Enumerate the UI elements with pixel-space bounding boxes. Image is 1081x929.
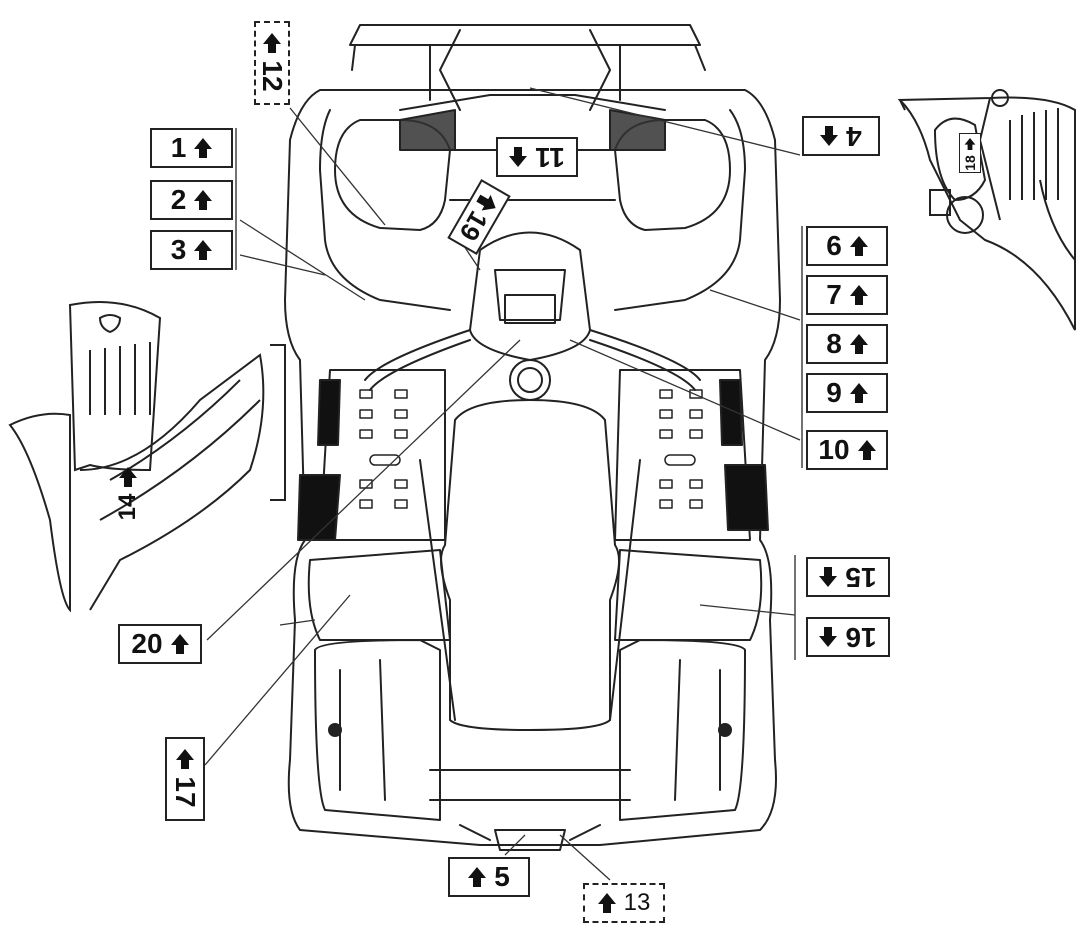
up-arrow-icon — [965, 138, 976, 150]
up-arrow-icon — [849, 383, 868, 403]
label-2: 2 — [150, 180, 233, 220]
up-arrow-icon — [820, 126, 838, 146]
label-12-number: 12 — [257, 60, 288, 92]
label-13: 13 — [583, 883, 665, 923]
up-arrow-icon — [468, 867, 487, 887]
label-5: 5 — [448, 857, 530, 897]
up-arrow-icon — [597, 893, 616, 913]
label-17-number: 17 — [170, 776, 201, 808]
label-7-number: 7 — [826, 279, 842, 310]
up-arrow-icon — [857, 440, 876, 460]
label-15: 15 — [806, 557, 890, 597]
label-20-number: 20 — [131, 628, 163, 659]
label-6-number: 6 — [826, 230, 842, 261]
up-arrow-icon — [170, 634, 189, 654]
label-14: 14 — [112, 454, 144, 534]
up-arrow-icon — [194, 240, 213, 260]
up-arrow-icon — [263, 33, 281, 53]
label-13-number: 13 — [623, 889, 651, 916]
up-arrow-icon — [849, 285, 868, 305]
up-arrow-icon — [119, 467, 137, 487]
label-17: 17 — [165, 737, 205, 821]
label-9-number: 9 — [826, 377, 842, 408]
label-10-number: 10 — [818, 434, 850, 465]
label-3: 3 — [150, 230, 233, 270]
label-11-number: 11 — [535, 142, 565, 173]
label-8: 8 — [806, 324, 888, 364]
label-16-number: 16 — [845, 622, 877, 653]
label-18: 18 — [959, 133, 981, 173]
up-arrow-icon — [176, 749, 194, 769]
label-18-number: 18 — [962, 155, 978, 171]
label-12: 12 — [254, 21, 290, 105]
label-10: 10 — [806, 430, 888, 470]
label-5-number: 5 — [494, 861, 510, 892]
up-arrow-icon — [194, 138, 213, 158]
up-arrow-icon — [194, 190, 213, 210]
label-8-number: 8 — [826, 328, 842, 359]
label-4-number: 4 — [846, 121, 862, 152]
label-4: 4 — [802, 116, 880, 156]
up-arrow-icon — [509, 147, 527, 167]
label-16: 16 — [806, 617, 890, 657]
label-9: 9 — [806, 373, 888, 413]
label-2-number: 2 — [170, 184, 187, 215]
up-arrow-icon — [819, 567, 837, 587]
up-arrow-icon — [819, 627, 837, 647]
label-1: 1 — [150, 128, 233, 168]
label-1-number: 1 — [170, 132, 187, 163]
label-15-number: 15 — [845, 562, 877, 593]
up-arrow-icon — [849, 334, 868, 354]
label-7: 7 — [806, 275, 888, 315]
label-14-number: 14 — [114, 493, 141, 521]
up-arrow-icon — [849, 236, 868, 256]
label-3-number: 3 — [170, 234, 187, 265]
label-11: 11 — [496, 137, 578, 177]
label-6: 6 — [806, 226, 888, 266]
label-20: 20 — [118, 624, 202, 664]
